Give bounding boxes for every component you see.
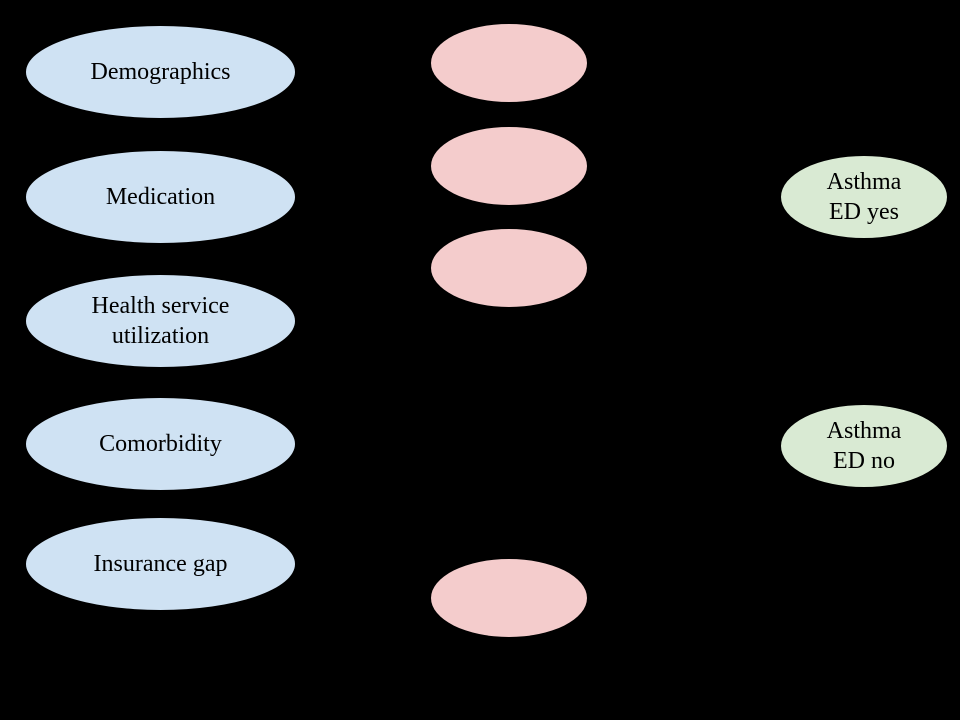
output-node-asthma-ed-yes: Asthma ED yes <box>779 154 949 240</box>
input-node-health-service-utilization: Health service utilization <box>24 273 297 369</box>
hidden-node-4 <box>429 557 589 639</box>
input-node-demographics: Demographics <box>24 24 297 120</box>
node-label: Health service utilization <box>91 292 230 349</box>
input-node-medication: Medication <box>24 149 297 245</box>
hidden-node-2 <box>429 125 589 207</box>
input-node-comorbidity: Comorbidity <box>24 396 297 492</box>
node-label: Comorbidity <box>99 430 222 457</box>
node-label: Asthma ED yes <box>826 168 902 225</box>
output-node-asthma-ed-no: Asthma ED no <box>779 403 949 489</box>
node-label: Demographics <box>90 58 231 85</box>
node-label: Insurance gap <box>93 550 228 577</box>
hidden-node-1 <box>429 22 589 104</box>
node-label: Medication <box>105 183 216 210</box>
input-node-insurance-gap: Insurance gap <box>24 516 297 612</box>
hidden-node-3 <box>429 227 589 309</box>
node-label: Asthma ED no <box>826 417 902 474</box>
